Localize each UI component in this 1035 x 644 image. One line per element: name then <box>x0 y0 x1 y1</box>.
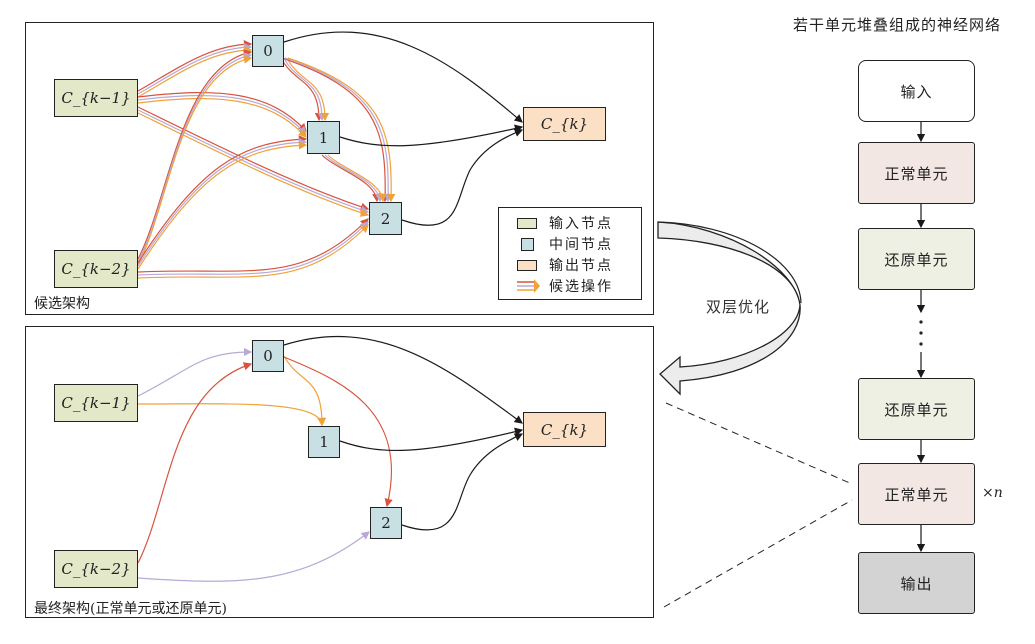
candidate-intermediate-node-2: 2 <box>369 202 402 235</box>
edge-0-to-2-purple <box>284 57 393 203</box>
arrow-top-edge <box>657 221 802 304</box>
final-panel-label: 最终架构(正常单元或还原单元) <box>34 601 227 617</box>
final-edge-0-to-1 <box>283 355 327 427</box>
ellipsis-dot <box>919 342 923 346</box>
final-input-node-k-minus-1: C_{k−1} <box>54 384 138 422</box>
candidate-intermediate-node-1: 1 <box>307 121 340 154</box>
ellipsis-dot <box>919 331 923 335</box>
legend-item-intermediate: 中间节点 <box>499 234 613 254</box>
network-cell-normal-1: 正常单元 <box>858 142 975 204</box>
candidate-input-node-k-minus-1: C_{k−1} <box>54 79 138 117</box>
edge-0-to-1-orange <box>287 59 330 122</box>
edge-k1-to-2-orange <box>137 112 370 217</box>
legend-item-candidate-ops: 候选操作 <box>499 276 613 296</box>
bilevel-optimization-arrow <box>657 221 801 396</box>
input-node-swatch <box>517 217 537 229</box>
candidate-ops-arrows-icon <box>517 279 540 293</box>
edge-k2-to-0-red <box>137 49 253 260</box>
network-cell-output: 输出 <box>858 552 975 614</box>
final-edge-2-to-output <box>401 433 524 531</box>
edge-k1-to-2-purple <box>137 109 370 214</box>
final-edge-k1-to-1 <box>137 403 326 427</box>
edge-1-to-output <box>339 124 524 147</box>
final-edges <box>137 335 524 582</box>
edge-1-to-2-red <box>321 154 381 203</box>
final-edge-k1-to-0 <box>137 347 253 397</box>
candidate-intermediate-node-0: 0 <box>252 35 284 67</box>
edge-k2-to-1-red <box>137 135 308 264</box>
final-edge-0-to-output <box>283 335 523 424</box>
final-edge-1-to-output <box>339 427 524 452</box>
ellipsis-dot <box>919 320 923 324</box>
edge-k2-to-1-orange <box>137 141 308 270</box>
zoom-line-bottom <box>663 499 853 608</box>
edge-1-to-2-orange <box>327 154 387 203</box>
edge-0-to-output <box>283 31 523 123</box>
output-node-swatch <box>517 259 537 271</box>
edge-1-to-2-purple <box>324 154 384 203</box>
final-edge-k2-to-2 <box>137 531 370 582</box>
legend: 输入节点 中间节点 输出节点 候选操作 <box>498 207 642 300</box>
final-architecture-panel <box>25 326 654 618</box>
final-input-node-k-minus-2: C_{k−2} <box>54 550 138 588</box>
final-intermediate-node-1: 1 <box>308 426 340 458</box>
final-intermediate-node-2: 2 <box>370 507 402 539</box>
edge-k2-to-2-red <box>137 218 369 273</box>
final-edge-k2-to-0 <box>137 362 253 564</box>
edge-2-to-output <box>401 128 524 226</box>
legend-item-output: 输出节点 <box>499 255 613 275</box>
edge-k2-to-2-orange <box>137 224 369 279</box>
bilevel-optimization-label: 双层优化 <box>706 298 771 316</box>
network-cell-input: 输入 <box>858 60 975 122</box>
edge-0-to-2-red <box>281 57 390 203</box>
network-cell-reduction-1: 还原单元 <box>858 228 975 290</box>
intermediate-node-swatch <box>521 237 534 251</box>
edge-k2-to-2-purple <box>137 221 369 276</box>
final-edge-0-to-2 <box>283 356 393 508</box>
candidate-edges <box>137 31 524 279</box>
edge-0-to-2-orange <box>287 57 396 203</box>
edge-k1-to-2-red <box>137 106 370 211</box>
network-title: 若干单元堆叠组成的神经网络 <box>793 16 1002 34</box>
network-arrows <box>916 122 926 553</box>
edge-k2-to-0-purple <box>137 52 253 263</box>
candidate-panel-label: 候选架构 <box>34 296 90 312</box>
edge-k2-to-1-purple <box>137 138 308 267</box>
edge-k1-to-1-purple <box>137 94 307 135</box>
edge-k1-to-0-orange <box>137 45 253 98</box>
network-cell-normal-2: 正常单元 <box>858 463 975 525</box>
edge-k1-to-0-red <box>137 39 253 92</box>
edge-0-to-1-red <box>281 59 324 122</box>
edge-k1-to-1-red <box>137 91 307 132</box>
edge-k2-to-0-orange <box>137 55 253 266</box>
candidate-architecture-panel <box>25 22 654 315</box>
candidate-input-node-k-minus-2: C_{k−2} <box>54 250 138 288</box>
candidate-output-node: C_{k} <box>523 107 606 141</box>
final-output-node: C_{k} <box>523 412 606 447</box>
edge-k1-to-1-orange <box>137 97 307 138</box>
repeat-n-label: ×n <box>982 485 1003 501</box>
legend-item-input: 输入节点 <box>499 213 613 233</box>
edge-0-to-1-purple <box>284 59 327 122</box>
final-intermediate-node-0: 0 <box>252 340 284 372</box>
edge-k1-to-0-purple <box>137 42 253 95</box>
network-cell-reduction-2: 还原单元 <box>858 378 975 440</box>
zoom-line-top <box>665 402 853 485</box>
